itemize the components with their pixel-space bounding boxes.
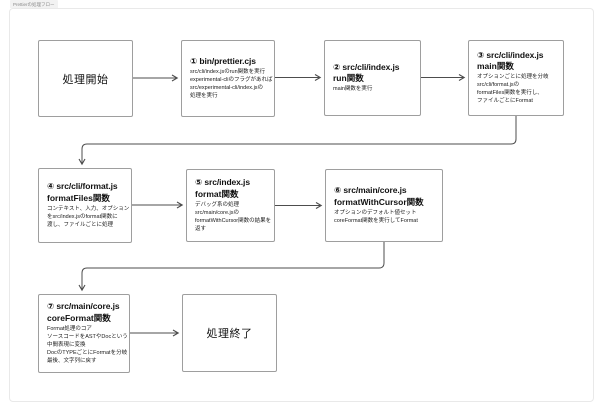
node-file: bin/prettier.cjs <box>199 55 256 66</box>
node-file: src/main/core.js <box>343 185 407 196</box>
node-function: coreFormat関数 <box>47 312 111 323</box>
node-file: src/cli/format.js <box>56 181 118 192</box>
node-title: ② src/cli/index.js <box>333 62 412 73</box>
node-step4-format-files[interactable]: ④ src/cli/format.js formatFiles関数 コンテキスト… <box>38 168 132 243</box>
node-description: main関数を実行 <box>333 86 373 93</box>
step-number-badge: ② <box>333 61 341 72</box>
step-number-badge: ③ <box>477 49 485 60</box>
node-process-start[interactable]: 処理開始 <box>38 40 133 117</box>
node-title: ⑦ src/main/core.js <box>47 301 121 312</box>
connector-step3-to-step4[interactable] <box>78 116 517 166</box>
node-title: ⑤ src/index.js <box>195 177 266 188</box>
node-step2-cli-run[interactable]: ② src/cli/index.js run関数 main関数を実行 <box>324 40 421 116</box>
node-function: run関数 <box>333 73 364 84</box>
node-file: src/cli/index.js <box>486 49 544 60</box>
step-number-badge: ⑥ <box>334 185 342 196</box>
node-description: コンテキスト、入力、オプションをsrc/index.jsのformat関数に渡し… <box>47 205 130 228</box>
step-number-badge: ⑦ <box>47 301 55 312</box>
node-title: ③ src/cli/index.js <box>477 50 555 61</box>
step-number-badge: ⑤ <box>195 177 203 188</box>
step-number-badge: ① <box>190 55 198 66</box>
node-function: format関数 <box>195 188 239 199</box>
connector-step6-to-step7[interactable] <box>78 242 385 292</box>
node-file: src/cli/index.js <box>342 61 400 72</box>
node-function: formatFiles関数 <box>47 192 110 203</box>
node-step7-core-format[interactable]: ⑦ src/main/core.js coreFormat関数 Format処理… <box>38 294 130 373</box>
node-label: 処理開始 <box>62 73 109 86</box>
node-file: src/main/core.js <box>56 301 120 312</box>
node-title: ① bin/prettier.cjs <box>190 56 266 67</box>
step-number-badge: ④ <box>47 181 55 192</box>
node-process-end[interactable]: 処理終了 <box>182 294 277 372</box>
node-title: ⑥ src/main/core.js <box>334 185 434 196</box>
node-title: ④ src/cli/format.js <box>47 181 123 192</box>
node-file: src/index.js <box>204 177 250 188</box>
node-label: 処理終了 <box>206 328 253 340</box>
node-function: formatWithCursor関数 <box>334 196 424 207</box>
node-step6-format-with-cursor[interactable]: ⑥ src/main/core.js formatWithCursor関数 オプ… <box>325 169 443 242</box>
frame-title-tab[interactable]: Prettierの処理フロー <box>10 0 58 8</box>
node-step1-bin-prettier[interactable]: ① bin/prettier.cjs src/cli/index.jsのrun関… <box>181 40 275 117</box>
node-function: main関数 <box>477 61 514 72</box>
